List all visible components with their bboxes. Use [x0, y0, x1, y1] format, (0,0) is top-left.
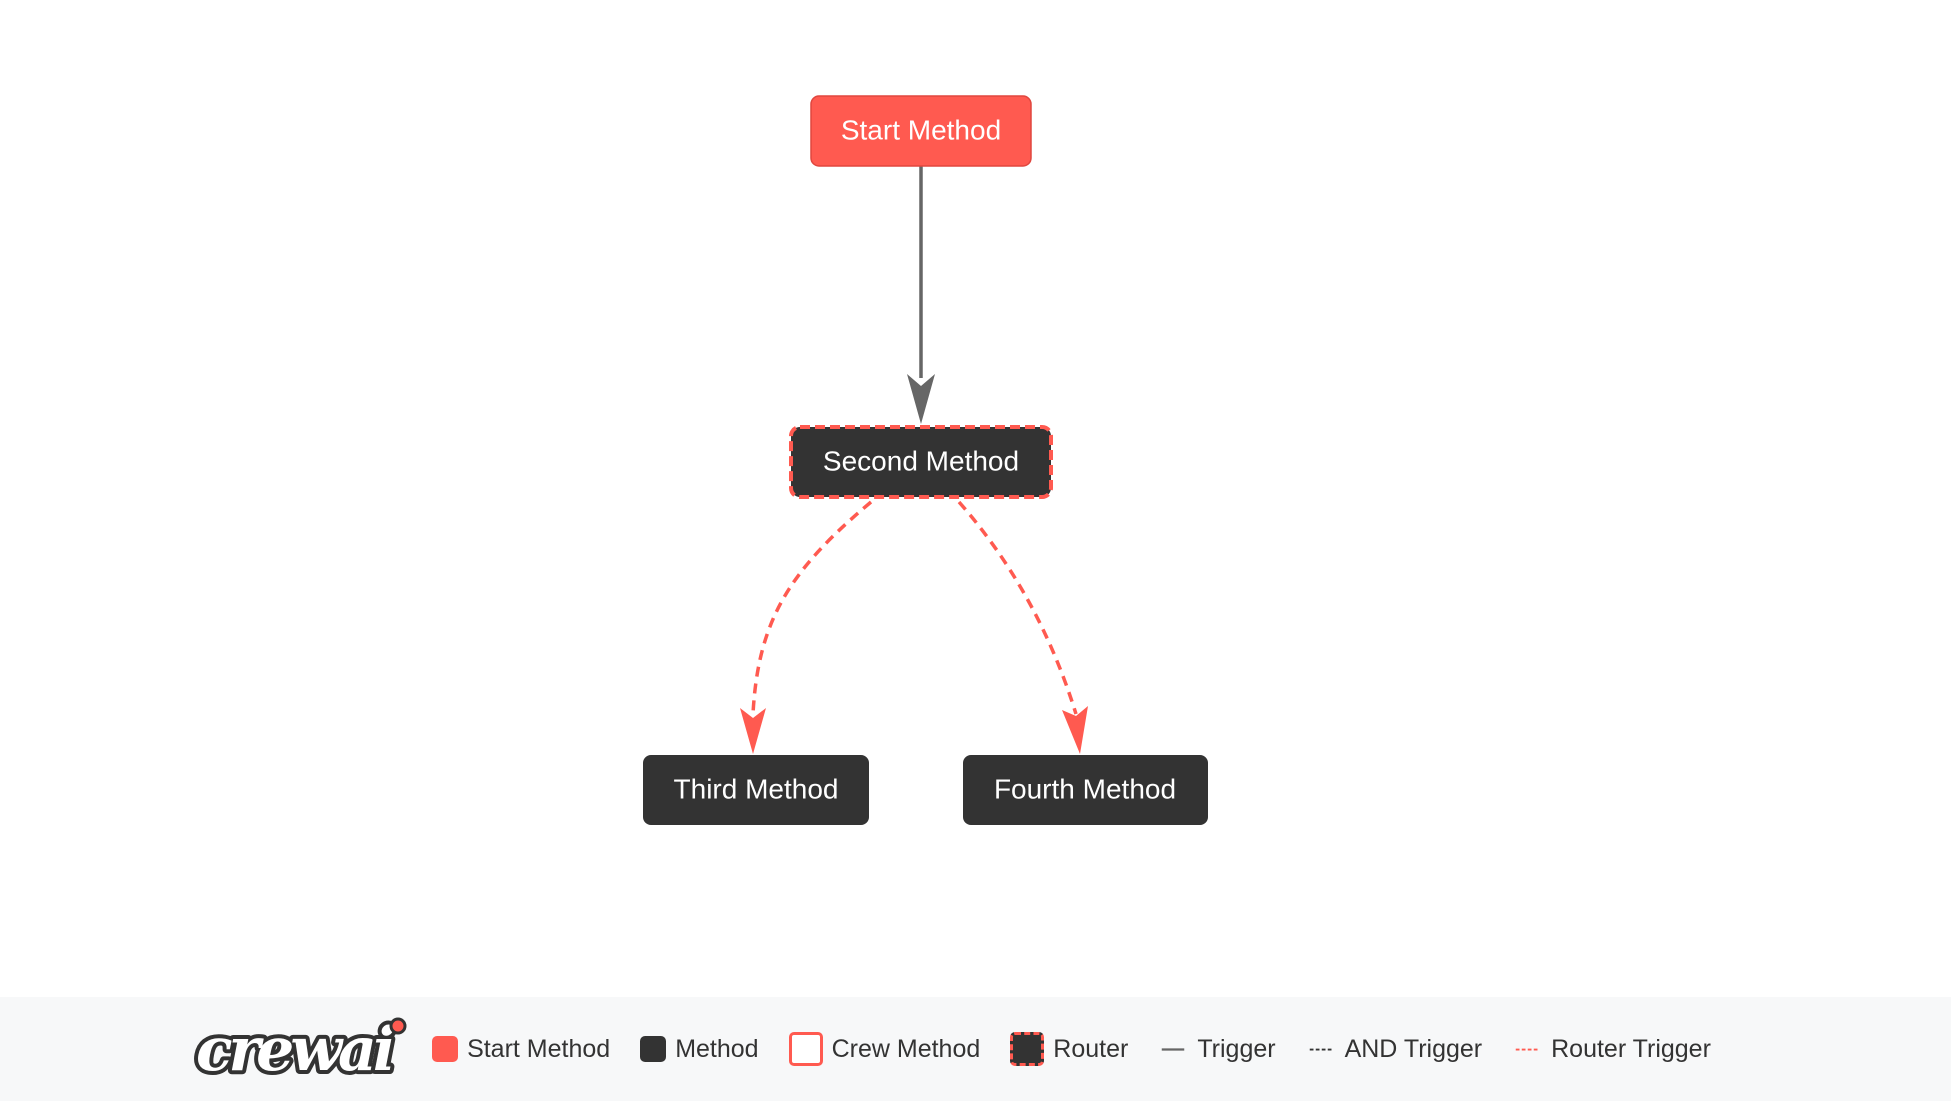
- legend-item-router-trigger: Router Trigger: [1512, 1035, 1711, 1064]
- node-second-method-label: Second Method: [823, 445, 1019, 476]
- router-swatch: [1010, 1032, 1045, 1066]
- crewai-logo-text: crewai: [196, 1016, 394, 1082]
- legend-label: Router Trigger: [1551, 1034, 1711, 1063]
- node-fourth-method-label: Fourth Method: [994, 773, 1176, 804]
- node-fourth-method[interactable]: Fourth Method: [963, 755, 1208, 825]
- node-start-method[interactable]: Start Method: [810, 95, 1032, 167]
- crewai-logo: crewai: [192, 1016, 407, 1082]
- legend-items: crewai Start Method Method Crew Method R…: [192, 1016, 1711, 1082]
- legend-item-crew-method: Crew Method: [788, 1032, 981, 1066]
- and-trigger-line-swatch: [1309, 1048, 1332, 1050]
- legend-label: Start Method: [467, 1034, 611, 1063]
- node-start-method-label: Start Method: [841, 114, 1001, 145]
- flow-diagram: Start Method Second Method Third Method …: [643, 95, 1208, 825]
- legend-item-and-trigger: AND Trigger: [1306, 1034, 1483, 1064]
- node-second-method[interactable]: Second Method: [789, 425, 1053, 499]
- method-swatch: [640, 1036, 667, 1062]
- legend-label: Method: [675, 1034, 759, 1063]
- legend-label: Crew Method: [831, 1034, 981, 1063]
- legend-item-trigger: Trigger: [1158, 1034, 1276, 1064]
- legend-bar: crewai Start Method Method Crew Method R…: [0, 997, 1951, 1101]
- legend-item-start-method: Start Method: [432, 1035, 610, 1064]
- legend-item-method: Method: [640, 1034, 759, 1064]
- router-trigger-line-swatch: [1515, 1048, 1539, 1050]
- legend-label: Router: [1053, 1034, 1129, 1063]
- node-third-method-label: Third Method: [674, 773, 839, 804]
- node-third-method[interactable]: Third Method: [643, 755, 869, 825]
- flow-canvas[interactable]: Start Method Second Method Third Method …: [0, 0, 1951, 997]
- legend-label: Trigger: [1197, 1034, 1276, 1063]
- trigger-line-swatch: [1162, 1047, 1185, 1051]
- start-method-swatch: [432, 1036, 459, 1062]
- legend-label: AND Trigger: [1344, 1034, 1483, 1063]
- legend-item-router: Router: [1010, 1032, 1128, 1066]
- crew-method-swatch: [788, 1032, 823, 1066]
- edge-start-to-second: [907, 166, 935, 424]
- edge-second-to-third: [740, 500, 873, 754]
- edge-second-to-fourth: [957, 500, 1088, 754]
